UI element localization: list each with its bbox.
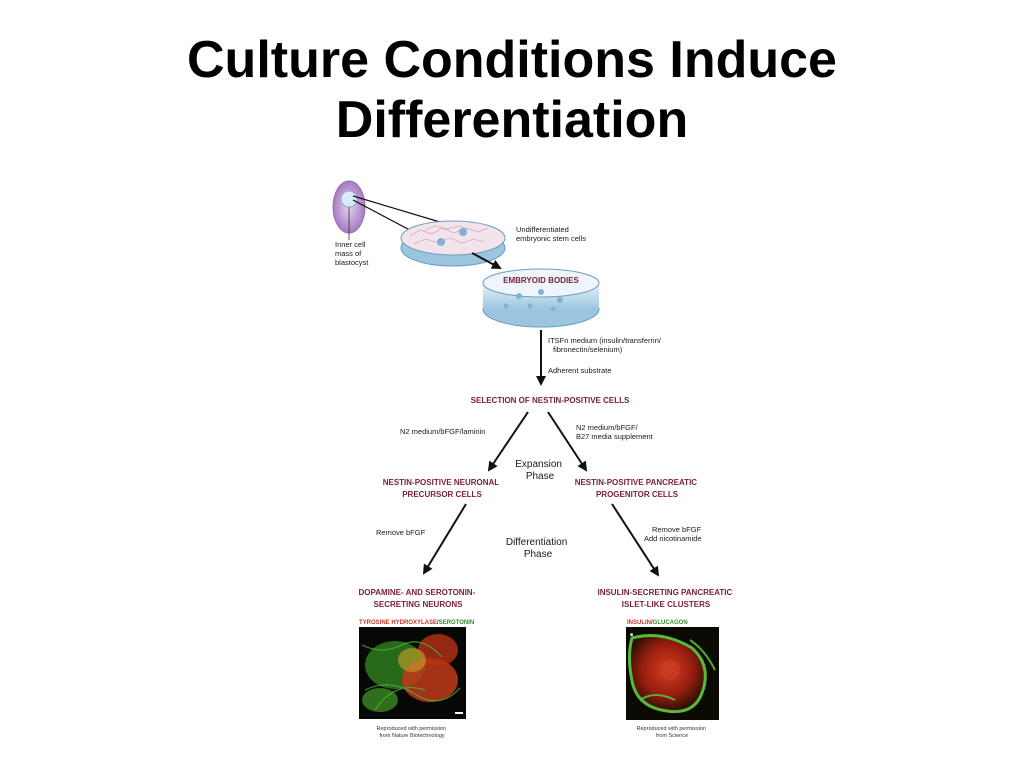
svg-text:■: ■	[630, 632, 633, 638]
blastocyst-label: Inner cell mass of blastocyst	[335, 240, 369, 267]
expansion-phase-label: Expansion Phase	[515, 459, 564, 482]
stain-label-right: INSULIN/GLUCAGON	[627, 620, 688, 626]
islets-label: INSULIN-SECRETING PANCREATIC ISLET-LIKE …	[597, 588, 734, 609]
slide-title: Culture Conditions Induce Differentiatio…	[0, 30, 1024, 150]
n2-right-label: N2 medium/bFGF/ B27 media supplement	[576, 423, 654, 441]
credit-right: Reproduced with permission from Science	[637, 726, 708, 739]
slide-title-line1: Culture Conditions Induce	[187, 31, 837, 89]
islets-micrograph: ■	[626, 627, 719, 720]
differentiation-phase-label: Differentiation Phase	[506, 537, 570, 560]
stem-cell-dish	[400, 220, 506, 267]
selection-label: SELECTION OF NESTIN-POSITIVE CELLS	[471, 396, 630, 405]
adherent-label: Adherent substrate	[548, 366, 611, 375]
neurons-micrograph	[359, 627, 466, 719]
arrow-to-embryoid	[471, 252, 502, 269]
pancreatic-progenitor-label: NESTIN-POSITIVE PANCREATIC PROGENITOR CE…	[575, 478, 700, 499]
slide-title-line2: Differentiation	[335, 91, 689, 149]
arrow-to-neurons	[422, 503, 467, 575]
neuronal-precursor-label: NESTIN-POSITIVE NEURONAL PRECURSOR CELLS	[383, 478, 502, 499]
embryoid-dish	[482, 268, 600, 328]
itsfn-label: ITSFn medium (insulin/transferrin/ fibro…	[548, 336, 663, 354]
remove-left-label: Remove bFGF	[376, 528, 426, 537]
neurons-label: DOPAMINE- AND SEROTONIN- SECRETING NEURO…	[359, 588, 478, 609]
blastocyst-graphic	[332, 180, 366, 240]
stain-label-left: TYROSINE HYDROXYLASE/SEROTONIN	[359, 620, 474, 626]
arrow-to-neuronal-precursor	[487, 411, 529, 472]
undiff-label: Undifferentiated embryonic stem cells	[516, 225, 586, 243]
remove-right-label: Remove bFGF Add nicotinamide	[644, 525, 703, 543]
arrow-to-pancreatic-progenitor	[547, 411, 588, 472]
credit-left: Reproduced with permission from Nature B…	[377, 726, 448, 739]
arrow-to-islets	[611, 503, 660, 577]
embryoid-label: EMBRYOID BODIES	[503, 276, 579, 285]
n2-left-label: N2 medium/bFGF/laminin	[400, 427, 485, 436]
